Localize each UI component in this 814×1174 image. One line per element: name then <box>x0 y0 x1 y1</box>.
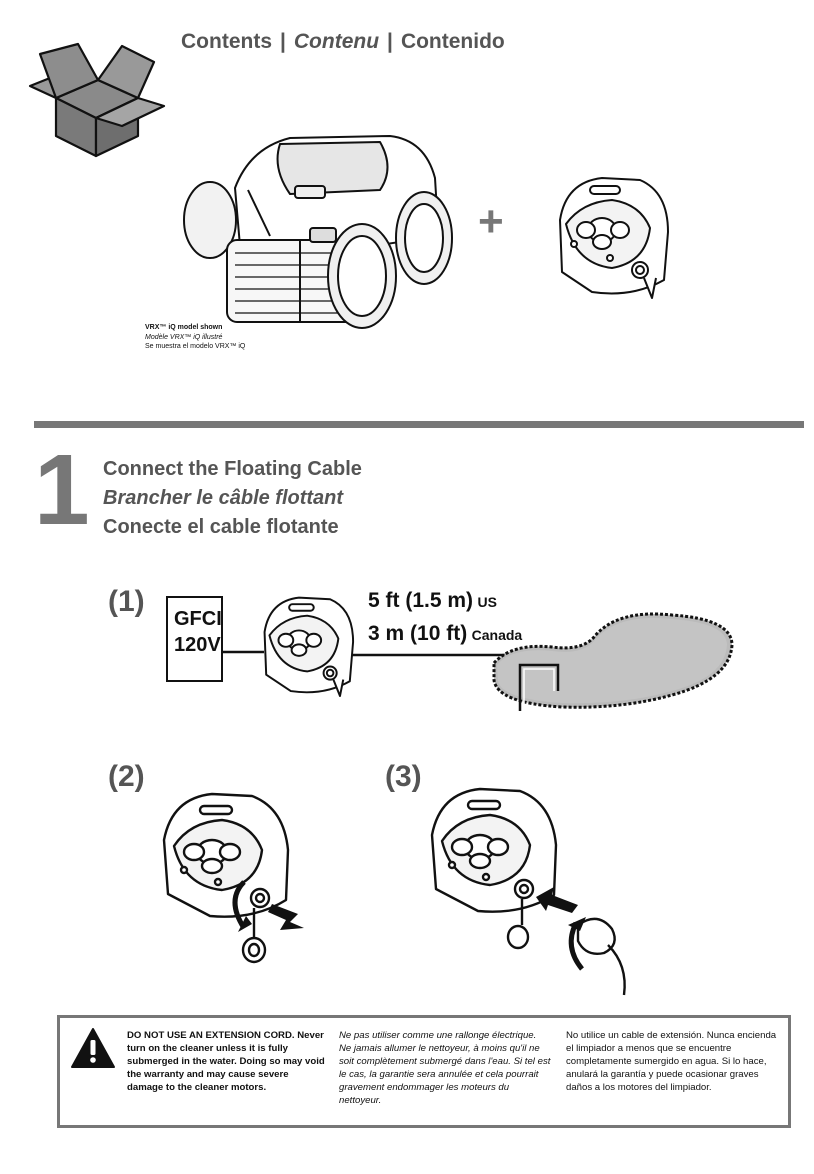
connect-cable-illustration <box>428 785 648 1000</box>
substep-2-label: (2) <box>108 760 145 794</box>
gfci-outlet-box: GFCI 120V <box>166 596 223 682</box>
power-supply-illustration <box>552 172 674 302</box>
caption-fr: Modèle VRX™ iQ illustré <box>145 333 245 343</box>
title-es: Contenido <box>401 30 505 53</box>
robot-cleaner-illustration <box>180 128 460 328</box>
plus-sign: + <box>478 200 504 244</box>
warning-text-en: DO NOT USE AN EXTENSION CORD. Never turn… <box>127 1029 327 1094</box>
title-fr: Contenu <box>294 30 379 53</box>
box-icon <box>26 40 168 160</box>
warning-text-fr: Ne pas utiliser comme une rallonge élect… <box>339 1029 551 1107</box>
title-separator: | <box>280 30 286 53</box>
caption-en: VRX™ iQ model shown <box>145 323 245 333</box>
step-number: 1 <box>34 440 90 540</box>
power-supply-illustration <box>258 590 358 702</box>
step-title-es: Conecte el cable flotante <box>103 513 362 542</box>
gfci-label: GFCI <box>174 606 221 632</box>
substep-3-label: (3) <box>385 760 422 794</box>
model-caption: VRX™ iQ model shown Modèle VRX™ iQ illus… <box>145 323 245 352</box>
warning-triangle-icon <box>70 1027 116 1069</box>
pool-illustration <box>494 614 732 711</box>
title-en: Contents <box>181 30 272 53</box>
contents-title: Contents | Contenu | Contenido <box>181 30 505 54</box>
step-title-fr: Brancher le câble flottant <box>103 484 362 513</box>
step-title-en: Connect the Floating Cable <box>103 455 362 484</box>
unscrew-cap-illustration <box>160 790 310 970</box>
warning-text-es: No utilice un cable de extensión. Nunca … <box>566 1029 786 1094</box>
caption-es: Se muestra el modelo VRX™ iQ <box>145 342 245 352</box>
step-title: Connect the Floating Cable Brancher le c… <box>103 455 362 542</box>
section-divider <box>34 421 804 428</box>
title-separator: | <box>387 30 393 53</box>
substep-1-label: (1) <box>108 585 145 619</box>
voltage-label: 120V <box>174 632 221 658</box>
